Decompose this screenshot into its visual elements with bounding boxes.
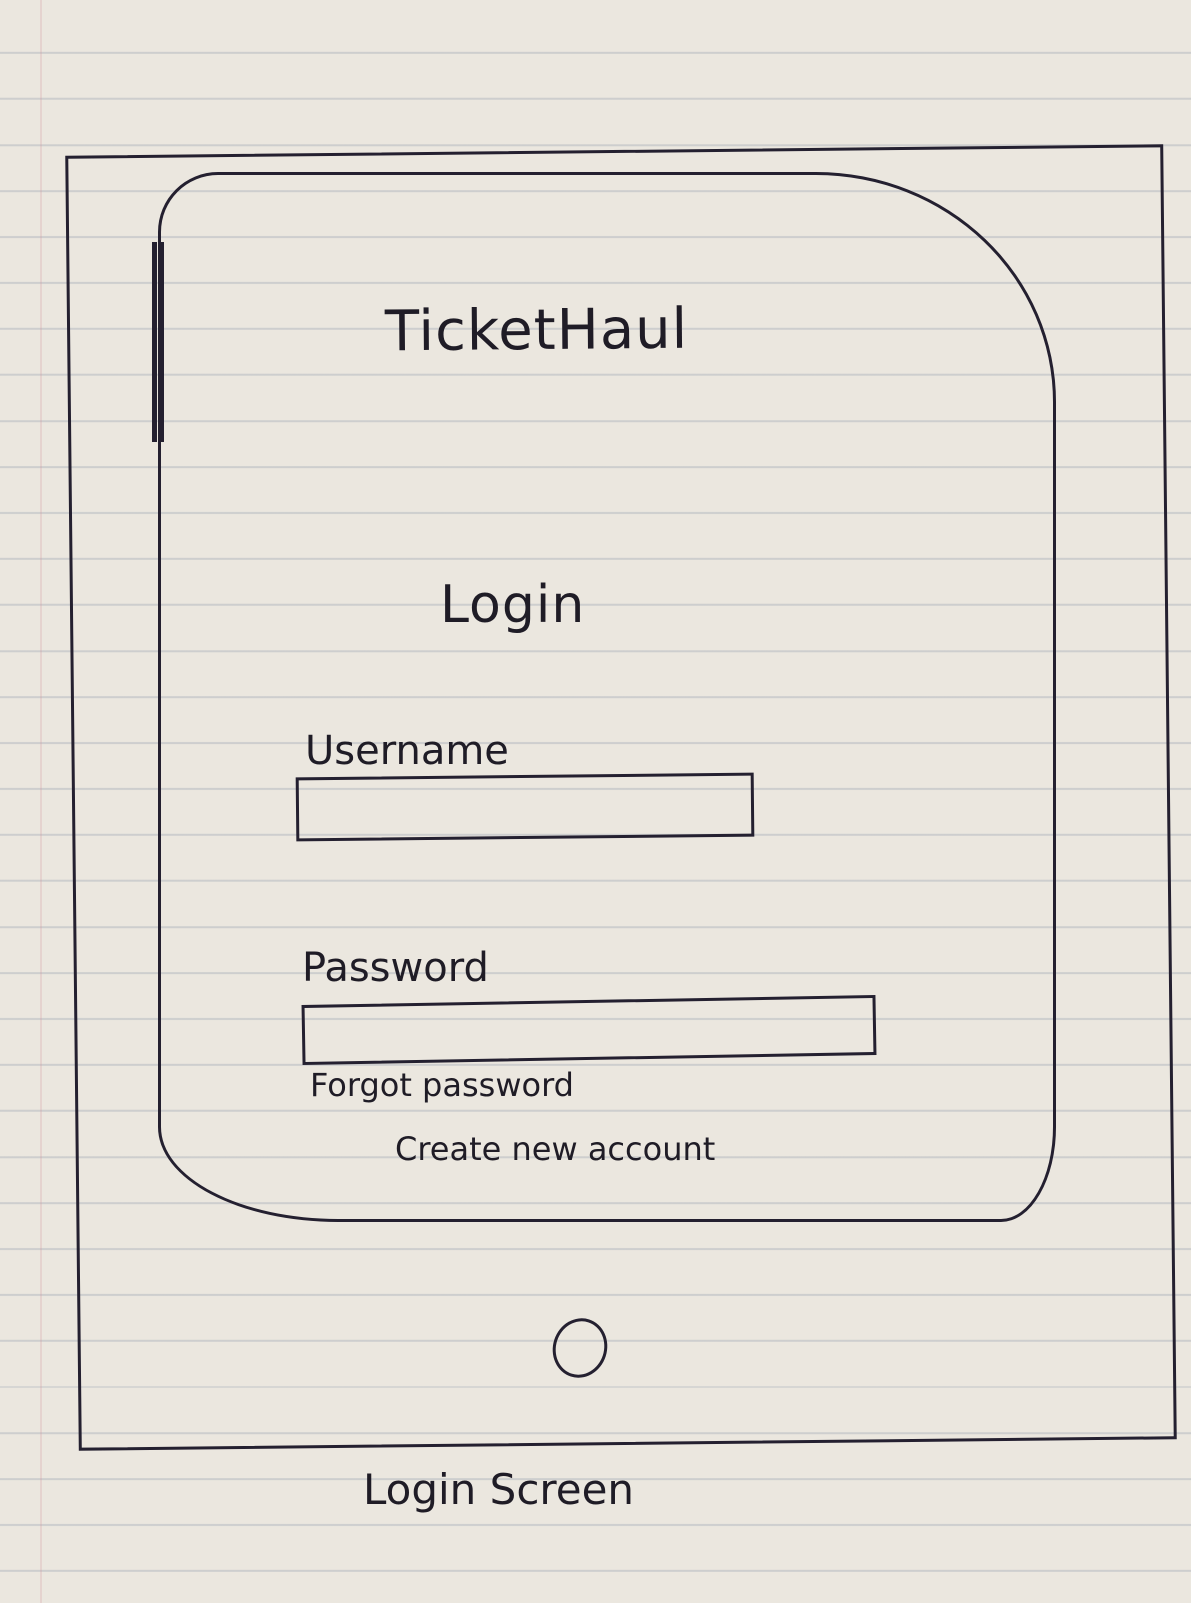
sketch-caption: Login Screen: [363, 1465, 635, 1514]
app-title: TicketHaul: [384, 296, 689, 365]
device-screen: [158, 172, 1056, 1222]
forgot-password-link[interactable]: Forgot password: [310, 1066, 574, 1104]
password-label: Password: [302, 945, 489, 991]
screen-edge-mark: [152, 242, 164, 442]
username-label: Username: [305, 728, 509, 774]
login-heading: Login: [440, 575, 586, 635]
username-field[interactable]: [295, 772, 755, 842]
password-field[interactable]: [301, 994, 877, 1066]
create-account-link[interactable]: Create new account: [395, 1130, 716, 1168]
paper-margin-line: [40, 0, 42, 1603]
